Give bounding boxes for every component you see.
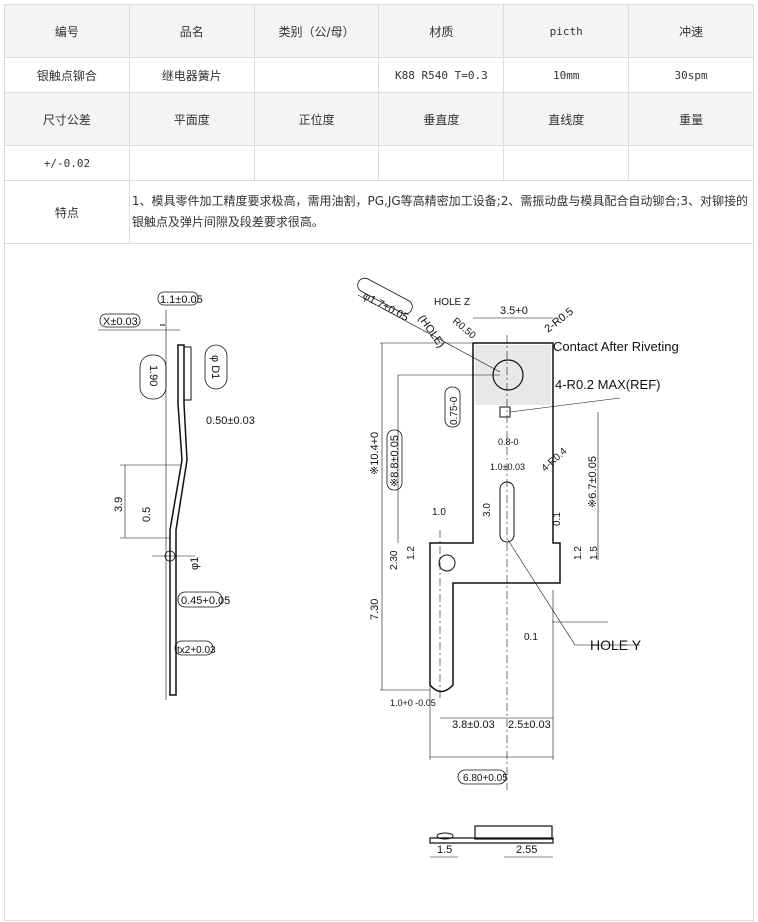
dim-label: 3.9 xyxy=(113,497,125,512)
dim-label: R0.50 xyxy=(450,316,478,342)
dim-label: 0.50±0.03 xyxy=(206,415,255,427)
features-label: 特点 xyxy=(4,180,130,244)
dim-label: 2.5±0.03 xyxy=(508,719,551,731)
dim-label: 4-R0.4 xyxy=(540,446,570,475)
dim-label: ※10.4+0 xyxy=(369,432,381,475)
dim-label: 2.30 xyxy=(389,550,400,570)
dim-label: 1.0±0.03 xyxy=(490,462,525,472)
features-text: 1、模具零件加工精度要求极高，需用油割，PG,JG等高精密加工设备;2、需振动盘… xyxy=(128,180,755,244)
bottom-view xyxy=(429,825,554,858)
dim-label: φ1 xyxy=(189,557,201,570)
drawing-cell xyxy=(4,243,754,921)
dim-label: 1.5 xyxy=(437,844,452,856)
dim-label: 3.5+0 xyxy=(500,305,528,317)
dim-label: 1.2 xyxy=(406,546,417,560)
dim-label: X±0.03 xyxy=(103,316,138,328)
header-cell: picth xyxy=(503,4,630,58)
cell xyxy=(378,145,505,181)
cell: +/-0.02 xyxy=(4,145,130,181)
callout: Contact After Riveting xyxy=(553,339,679,354)
dim-label: ※8.8±0.05 xyxy=(389,435,401,487)
header-cell: 尺寸公差 xyxy=(4,92,130,146)
dim-label: 1.90 xyxy=(147,365,159,386)
cell: 银触点铆合 xyxy=(4,57,130,93)
dim-label: ※6.7±0.05 xyxy=(587,456,599,508)
header-cell: 重量 xyxy=(628,92,754,146)
header-cell: 材质 xyxy=(378,4,505,58)
dim-label: 1.2 xyxy=(573,546,584,560)
dim-label: 0.5 xyxy=(141,507,153,522)
dim-label: φ D1 xyxy=(209,355,221,379)
header-cell: 平面度 xyxy=(128,92,255,146)
spec-table: 编号 品名 类别（公/母） 材质 picth 冲速 银触点铆合 继电器簧片 K8… xyxy=(4,4,755,921)
table-header-row: 编号 品名 类别（公/母） 材质 picth 冲速 xyxy=(4,4,754,58)
callout: 4-R0.2 MAX(REF) xyxy=(555,377,660,392)
table-row: +/-0.02 xyxy=(4,145,754,181)
header-cell: 正位度 xyxy=(253,92,380,146)
dim-label: 0.1 xyxy=(552,512,563,526)
dim-label: 6.80+0.05 xyxy=(463,773,508,784)
cell xyxy=(628,145,754,181)
cell: 继电器簧片 xyxy=(128,57,255,93)
header-cell: 编号 xyxy=(4,4,130,58)
features-row: 特点 1、模具零件加工精度要求极高，需用油割，PG,JG等高精密加工设备;2、需… xyxy=(4,180,755,244)
dim-label: HOLE Z xyxy=(434,297,470,308)
dim-label: 1.1±0.05 xyxy=(160,294,203,306)
dim-label: 1.5 xyxy=(589,546,600,560)
cell xyxy=(253,57,380,93)
dim-label: (HOLE) xyxy=(416,313,447,350)
dim-label: φ1.7±0.05 xyxy=(361,290,411,324)
dim-label: 1.0 xyxy=(432,507,446,518)
table-row: 银触点铆合 继电器簧片 K88 R540 T=0.3 10mm 30spm xyxy=(4,57,754,93)
dim-label: 0.45+0.05 xyxy=(181,595,230,607)
plan-view xyxy=(357,277,640,790)
dim-label: 2.55 xyxy=(516,844,537,856)
dim-label: 1.0+0 -0.05 xyxy=(390,698,436,708)
cell xyxy=(128,145,255,181)
dim-label: tx2+0.03 xyxy=(177,645,216,656)
dim-label: 3.0 xyxy=(482,503,493,517)
dim-label: 7.30 xyxy=(369,599,381,620)
callout: HOLE Y xyxy=(590,637,642,653)
dim-label: 2-R0.5 xyxy=(542,306,575,336)
header-cell: 冲速 xyxy=(628,4,754,58)
dim-label: 0.75-0 xyxy=(449,396,460,425)
dim-label: 0.1 xyxy=(524,632,538,643)
dim-label: 3.8±0.03 xyxy=(452,719,495,731)
header-cell: 直线度 xyxy=(503,92,630,146)
side-view xyxy=(98,291,228,700)
dim-label: 0.8-0 xyxy=(498,437,519,447)
